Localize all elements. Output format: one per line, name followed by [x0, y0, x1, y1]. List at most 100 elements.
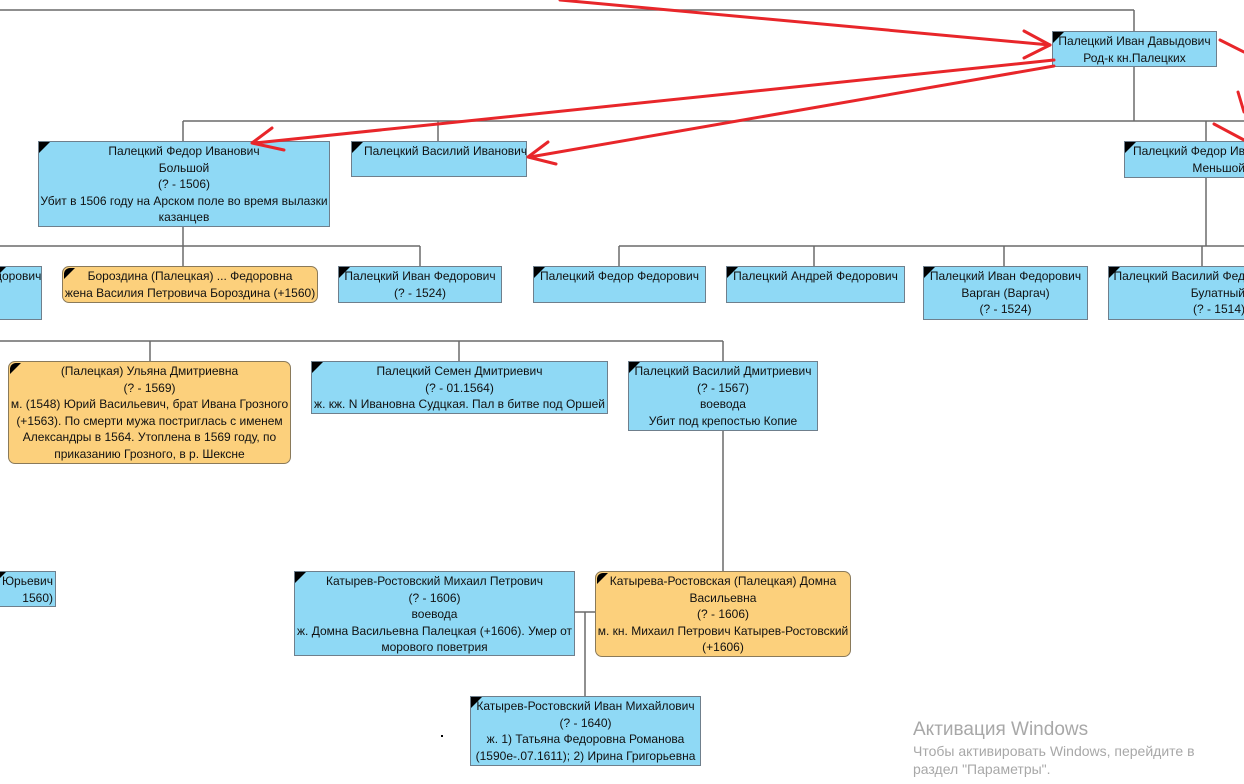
- person-text-line: м. кн. Михаил Петрович Катырев-Ростовски…: [597, 623, 849, 638]
- person-text-line: воевода: [700, 397, 746, 411]
- person-node-vasily-ivanovich[interactable]: Палецкий Василий Иванович: [351, 141, 527, 177]
- person-text-line: (+1606): [702, 640, 744, 654]
- person-text-line: Палецкий Андрей Федорович: [733, 269, 898, 283]
- person-text-line: (Палецкая) Ульяна Дмитриевна: [60, 364, 239, 378]
- corner-marker-icon: [312, 362, 323, 373]
- person-text-line: Варган (Варгач): [961, 285, 1050, 300]
- corner-marker-icon: [1125, 142, 1136, 153]
- person-node-andrey-fedorovich[interactable]: Палецкий Андрей Федорович: [726, 266, 905, 303]
- person-text-line: (1590е-.07.1611); 2) Ирина Григорьевна: [475, 748, 696, 763]
- corner-marker-icon: [39, 142, 50, 153]
- person-node-left-cut-1[interactable]: дорович: [0, 266, 42, 320]
- person-text-line: воевода: [411, 607, 458, 621]
- stray-dot: [441, 735, 443, 737]
- person-text-line: Убит под крепостью Копие: [648, 413, 798, 428]
- person-node-ivan-mikhailovich[interactable]: Катырев-Ростовский Иван Михайлович(? - 1…: [470, 696, 701, 766]
- person-text-line: Убит в 1506 году на Арском поле во время…: [40, 193, 328, 208]
- corner-marker-icon: [339, 267, 350, 278]
- person-text-line: ж. Домна Васильевна Палецкая (+1606). Ум…: [297, 623, 572, 638]
- annotation-arrow-stroke: [558, 0, 1052, 47]
- person-text-line: Катырева-Ростовская (Палецкая) Домна: [609, 574, 837, 588]
- person-text-line: Палецкий Василий Дмитриевич: [634, 364, 812, 378]
- corner-marker-icon: [352, 142, 363, 153]
- corner-marker-icon: [1053, 32, 1064, 43]
- person-text-line: Васильевна: [689, 590, 757, 605]
- person-node-fedor-ivanovich-menshoy[interactable]: Палецкий Федор Ив Меньшой: [1124, 141, 1244, 178]
- annotation-arrow-stroke: [1212, 122, 1244, 142]
- person-node-fedor-fedorovich[interactable]: Палецкий Федор Федорович: [533, 266, 706, 303]
- watermark-title: Активация Windows: [913, 719, 1089, 740]
- person-text-line: м. (1548) Юрий Васильевич, брат Ивана Гр…: [10, 397, 289, 411]
- corner-marker-icon: [471, 697, 482, 708]
- person-text-line: Палецкий Федор Федорович: [540, 269, 699, 283]
- person-text-line: (? - 1524): [979, 302, 1032, 316]
- person-text-line: (? - 1569): [123, 380, 176, 395]
- person-text-line: 1560): [22, 590, 53, 605]
- person-node-ivan-fedorovich-1[interactable]: Палецкий Иван Федорович(? - 1524): [338, 266, 502, 303]
- person-text-line: (? - 01.1564): [425, 380, 494, 395]
- person-node-vasily-dmitrievich[interactable]: Палецкий Василий Дмитриевич (? - 1567) вое…: [628, 361, 818, 431]
- watermark-subtitle: Чтобы активировать Windows, перейдите в …: [913, 743, 1195, 777]
- person-text-line: Катырев-Ростовский Михаил Петрович: [325, 574, 543, 588]
- person-text-line: ж. кж. N Ивановна Судцкая. Пал в битве п…: [314, 397, 605, 411]
- person-text-line: Меньшой: [1192, 160, 1244, 175]
- person-text-line: Род-к кн.Палецких: [1083, 50, 1186, 65]
- person-node-borozdina[interactable]: Бороздина (Палецкая) ... Федоровна жена В…: [62, 266, 318, 303]
- person-text-line: Палецкий Василий Фед: [1113, 269, 1244, 283]
- person-text-line: Палецкий Федор Иванович: [108, 144, 260, 158]
- annotation-arrow-stroke: [253, 58, 1056, 145]
- person-node-mikhail-petrovich[interactable]: Катырев-Ростовский Михаил Петрович (? - 1…: [294, 571, 575, 656]
- person-text-line: Палецкий Федор Ив: [1132, 144, 1244, 158]
- annotation-arrow-stroke: [1218, 38, 1244, 54]
- person-node-semen-dmitrievich[interactable]: Палецкий Семен Дмитриевич(? - 01.1564)ж.…: [311, 361, 608, 414]
- corner-marker-icon: [1109, 267, 1120, 278]
- corner-marker-icon: [10, 363, 21, 374]
- corner-marker-icon: [64, 268, 75, 279]
- person-text-line: Юрьевич: [1, 574, 53, 588]
- corner-marker-icon: [0, 572, 6, 583]
- person-text-line: Булатный: [1190, 285, 1244, 300]
- person-text-line: (? - 1567): [696, 380, 750, 395]
- person-text-line: (? - 1606): [408, 590, 461, 605]
- person-text-line: Бороздина (Палецкая) ... Федоровна: [87, 269, 293, 283]
- person-text-line: Палецкий Иван Давыдович: [1058, 34, 1211, 48]
- person-text-line: ж. 1) Татьяна Федоровна Романова: [486, 732, 685, 746]
- person-text-line: Большой: [158, 160, 210, 175]
- corner-marker-icon: [295, 572, 306, 583]
- annotation-arrow-stroke: [1236, 90, 1244, 114]
- corner-marker-icon: [727, 267, 738, 278]
- person-text-line: приказанию Грозного, в р. Шексне: [54, 446, 245, 461]
- person-text-line: Палецкий Иван Федорович: [344, 269, 496, 283]
- annotation-arrow-stroke: [1022, 29, 1052, 60]
- annotation-arrow-stroke: [526, 140, 558, 166]
- person-node-left-cut-2[interactable]: Юрьевич 1560): [0, 571, 56, 607]
- person-text-line: морового поветрия: [381, 640, 488, 654]
- person-text-line: Александры в 1564. Утоплена в 1569 году,…: [22, 430, 277, 444]
- corner-marker-icon: [924, 267, 935, 278]
- person-node-ulyana-dmitrievna[interactable]: (Палецкая) Ульяна Дмитриевна (? - 1569) м.…: [8, 361, 291, 464]
- person-text-line: Палецкий Василий Иванович: [364, 144, 527, 158]
- person-text-line: казанцев: [158, 210, 210, 224]
- annotation-arrow-stroke: [528, 64, 1056, 159]
- annotation-arrow-stroke: [250, 126, 286, 152]
- person-text-line: (? - 1606): [696, 607, 750, 621]
- corner-marker-icon: [534, 267, 545, 278]
- person-text-line: (+1563). По смерти мужа постриглась с им…: [16, 413, 283, 428]
- person-text-line: (? - 1506): [157, 177, 211, 191]
- corner-marker-icon: [0, 267, 6, 278]
- person-text-line: жена Василия Петровича Бороздина (+1560): [64, 285, 316, 300]
- person-text-line: Палецкий Иван Федорович: [929, 269, 1082, 283]
- windows-activation-watermark: Активация Windows Чтобы активировать Win…: [913, 718, 1244, 784]
- person-text-line: (? - 1514): [1192, 302, 1244, 316]
- corner-marker-icon: [597, 573, 608, 584]
- person-text-line: дорович: [0, 269, 42, 283]
- person-text-line: (? - 1640): [559, 715, 612, 730]
